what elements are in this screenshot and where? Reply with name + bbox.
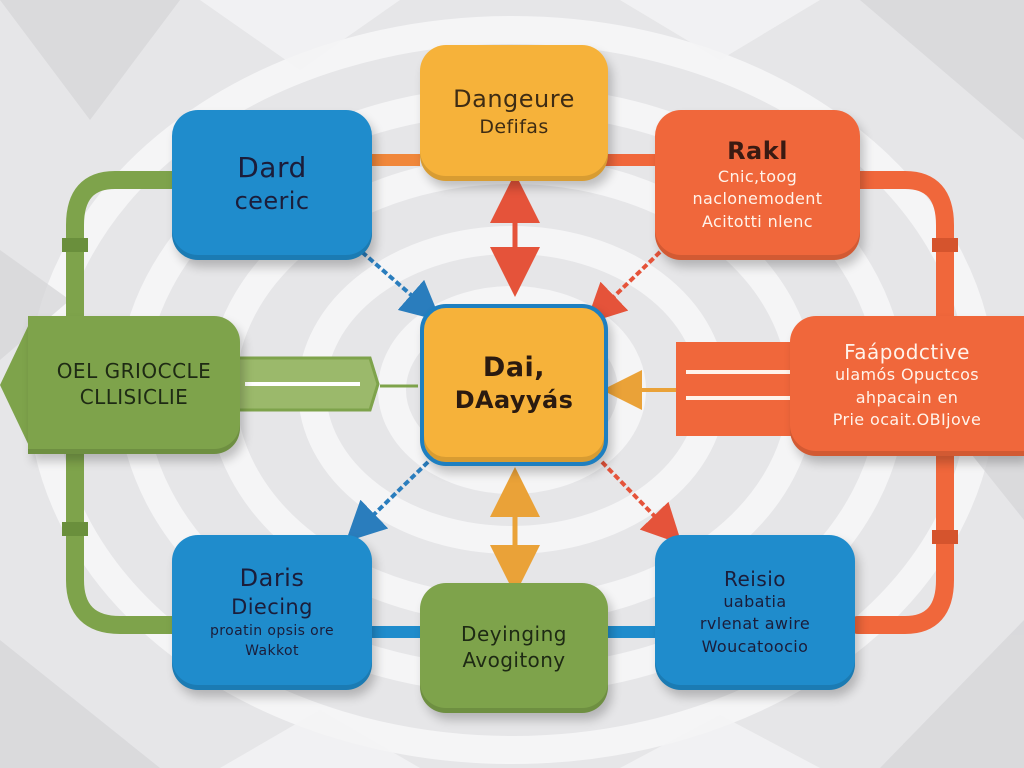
node-line: ulamós Opuctcos <box>834 365 980 385</box>
node-line: proatin opsis ore <box>210 623 334 639</box>
node-line: Prie ocait.OBIjove <box>832 410 982 430</box>
arrow-top-left <box>360 250 442 322</box>
node-line: DAayyás <box>454 386 574 415</box>
node-line: Wakkot <box>245 642 299 659</box>
node-top-left[interactable]: Dard ceeric <box>172 110 372 260</box>
node-right[interactable]: Faápodctive ulamós Opuctcos ahpacain en … <box>790 316 1024 456</box>
node-title: OEL GRIOCCLE <box>56 359 212 383</box>
node-line: uabatia <box>723 591 787 611</box>
node-line: Avogitony <box>462 648 566 672</box>
node-center[interactable]: Dai, DAayyás <box>420 304 608 466</box>
node-title: Rakl <box>727 137 788 166</box>
node-title: Reisio <box>723 566 787 591</box>
node-bottom-center[interactable]: Deyinging Avogitony <box>420 583 608 713</box>
node-left[interactable]: OEL GRIOCCLE CLLISICLIE <box>28 316 240 454</box>
node-top-right[interactable]: Rakl Cnic,toog naclonemodent Acitotti nl… <box>655 110 860 260</box>
node-line: CLLISICLIE <box>79 385 189 409</box>
node-title: Dangeure <box>453 85 575 114</box>
node-title: Dai, <box>482 352 546 383</box>
node-title: Dard <box>237 151 307 185</box>
green-loop-pipe <box>66 171 189 634</box>
node-line: Acitotti nlenc <box>701 211 813 231</box>
node-title: Daris <box>239 563 305 592</box>
node-line: ahpacain en <box>855 387 959 407</box>
node-line: Cnic,toog <box>717 166 798 186</box>
node-line: Diecing <box>231 594 313 619</box>
arrow-top-right <box>585 250 662 324</box>
node-line: Defifas <box>479 116 549 139</box>
node-bottom-left[interactable]: Daris Diecing proatin opsis ore Wakkot <box>172 535 372 690</box>
node-line: naclonemodent <box>692 189 823 209</box>
node-line: rvlenat awire <box>699 614 811 634</box>
node-top-center[interactable]: Dangeure Defifas <box>420 45 608 181</box>
node-line: ceeric <box>234 187 310 215</box>
node-bottom-right[interactable]: Reisio uabatia rvlenat awire Woucatoocio <box>655 535 855 690</box>
node-title: Deyinging <box>461 622 567 646</box>
arrow-bottom-right <box>600 460 682 545</box>
node-title: Faápodctive <box>844 340 970 365</box>
arrow-bottom-left <box>345 460 430 542</box>
node-line: Woucatoocio <box>701 636 809 656</box>
left-tab-point <box>0 322 30 448</box>
